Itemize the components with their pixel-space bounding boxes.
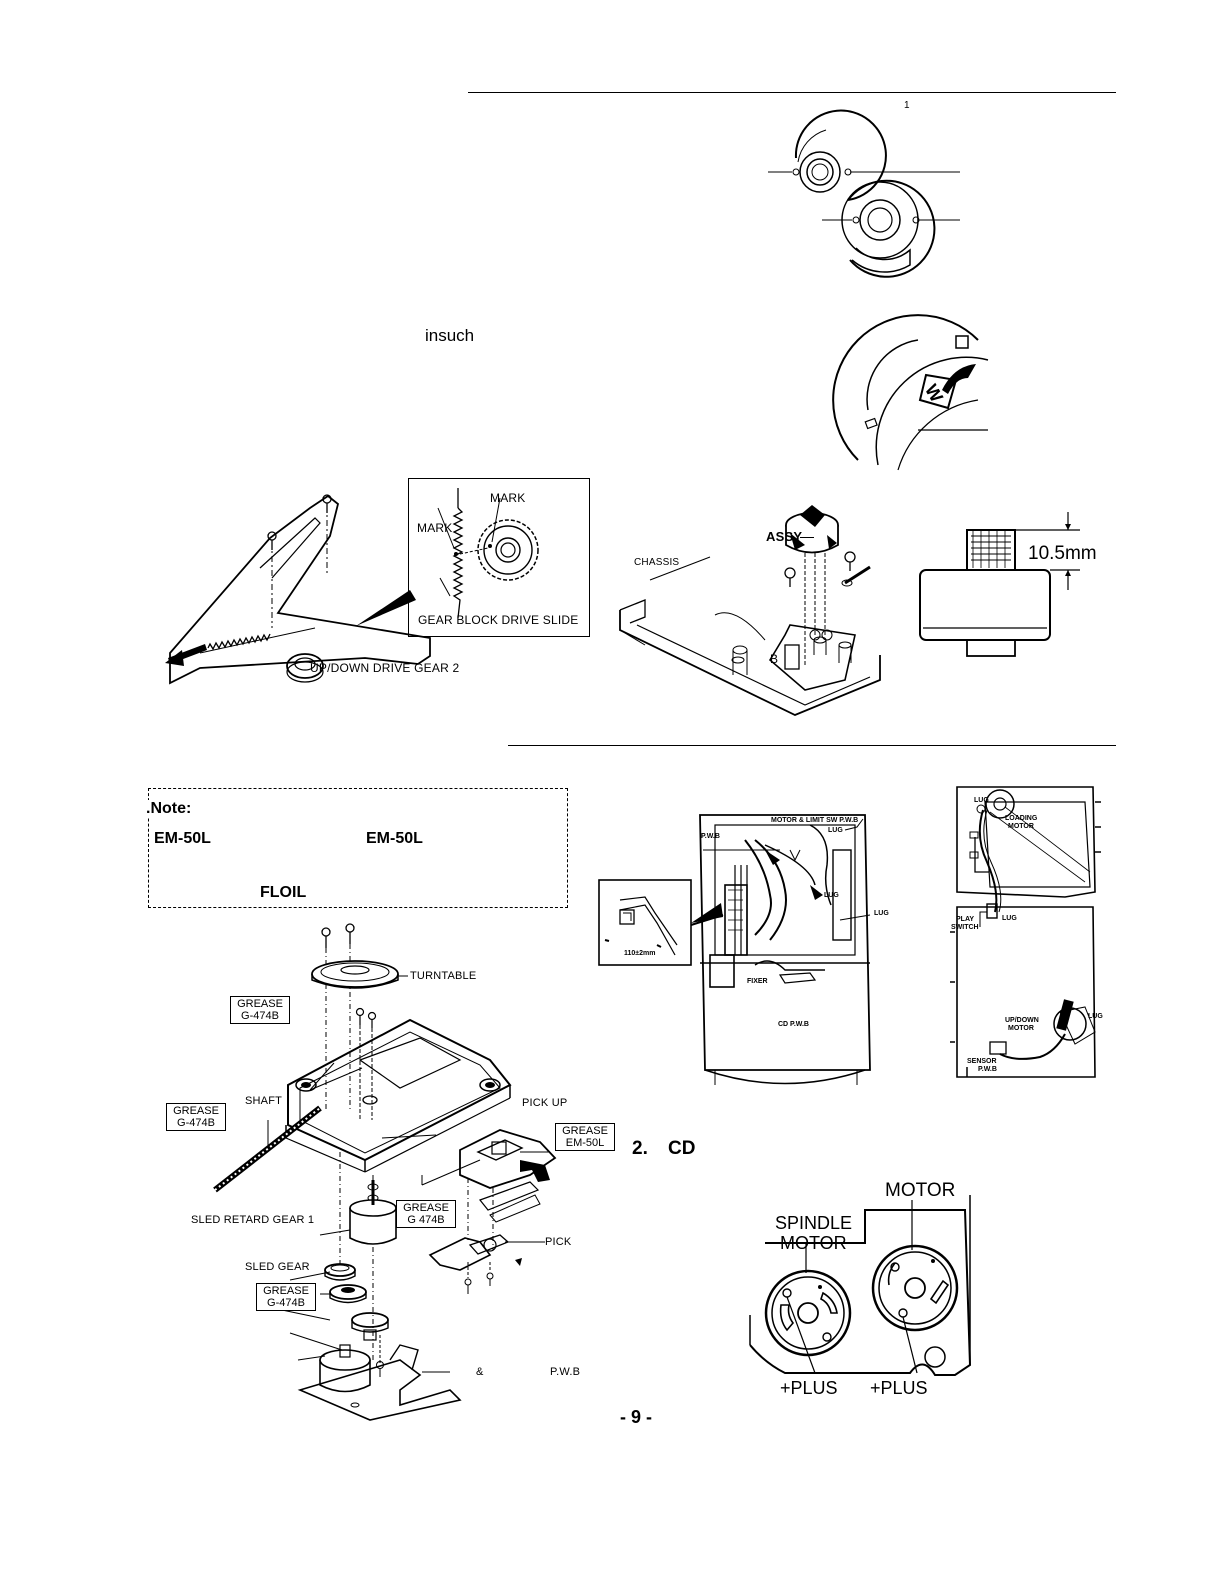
- mark-label-left: MARK: [417, 521, 453, 535]
- turntable-label: TURNTABLE: [410, 970, 477, 982]
- fixer-label: FIXER: [747, 978, 768, 985]
- sensor-pwb-label: P.W.B: [978, 1066, 997, 1073]
- note-floil: FLOIL: [260, 884, 307, 901]
- grease-2-b: G-474B: [177, 1117, 215, 1129]
- drive-slide-figure: [165, 494, 431, 685]
- side-lug-label-1: LUG: [974, 797, 989, 804]
- exploded-pwb-label: P.W.B: [550, 1366, 581, 1378]
- plus-label-right: +PLUS: [870, 1378, 928, 1398]
- grease-2-a: GREASE: [173, 1105, 219, 1117]
- wiring-lug-label-1: LUG: [828, 827, 843, 834]
- grease-1-a: GREASE: [237, 998, 283, 1010]
- assy-leader: [800, 537, 814, 538]
- middle-rule: [508, 745, 1116, 746]
- note-em50l-2: EM-50L: [366, 830, 423, 847]
- chassis-label: CHASSIS: [634, 557, 680, 568]
- body-text-fragment: insuch: [425, 326, 475, 345]
- wiring-figure: [598, 814, 871, 1085]
- grease-1-b: G-474B: [241, 1010, 279, 1022]
- inset-dimension-label: 110±2mm: [624, 950, 656, 957]
- note-em50l-1: EM-50L: [154, 830, 211, 847]
- spindle-label: SPINDLE: [775, 1213, 853, 1233]
- chassis-b-label: B: [770, 652, 779, 666]
- cd-pwb-label: CD P.W.B: [778, 1021, 809, 1028]
- sensor-label: SENSOR: [967, 1058, 997, 1065]
- updown-label: UP/DOWN: [1005, 1017, 1039, 1024]
- gear-block-drive-slide-label: GEAR BLOCK DRIVE SLIDE: [418, 613, 579, 627]
- grease-5-a: GREASE: [263, 1285, 309, 1297]
- pick-label: PICK: [545, 1236, 572, 1248]
- grease-4-a: GREASE: [403, 1202, 449, 1214]
- dimension-value: 10.5mm: [1028, 543, 1097, 564]
- grease-3-a: GREASE: [562, 1125, 608, 1137]
- shaft-label: SHAFT: [245, 1095, 283, 1107]
- assy-label: ASSY: [766, 529, 803, 544]
- side-lug-label-3: LUG: [1088, 1013, 1103, 1020]
- note-box: .Note: EM-50L EM-50L FLOIL: [146, 788, 568, 908]
- switch-label: SWITCH: [951, 924, 979, 931]
- gear-number-label: 1: [904, 100, 910, 111]
- grease-3-b: EM-50L: [565, 1137, 605, 1149]
- gear-pair-figure: [768, 109, 960, 278]
- gear-mark-inset-drawing: [437, 488, 539, 619]
- exploded-mechanism-figure: [213, 923, 557, 1421]
- plus-label-left: +PLUS: [780, 1378, 838, 1398]
- ampersand-label: &: [476, 1366, 484, 1378]
- note-title: .Note:: [146, 800, 194, 818]
- wheel-figure: [832, 314, 989, 471]
- play-label: PLAY: [956, 916, 975, 923]
- height-dimension-figure: [919, 512, 1080, 657]
- pickup-label: PICK UP: [522, 1097, 568, 1109]
- side-lug-label-2: LUG: [1002, 915, 1017, 922]
- wiring-pwb-label: P.W.B: [701, 833, 720, 840]
- updown-drive-gear-label: UP/DOWN DRIVE GEAR 2: [310, 661, 460, 675]
- grease-5-b: G-474B: [267, 1297, 305, 1309]
- wiring-lug-label-3: LUG: [874, 910, 889, 917]
- page-number: - 9 -: [620, 1407, 653, 1427]
- sled-gear-label: SLED GEAR: [245, 1261, 310, 1273]
- note-border: [148, 788, 568, 908]
- cd-section-heading: CD: [668, 1138, 696, 1159]
- cd-motor-label: MOTOR: [885, 1180, 956, 1201]
- side-panel-figure: [950, 786, 1101, 1078]
- loading-motor-label: MOTOR: [1008, 823, 1034, 830]
- mark-label-right: MARK: [490, 491, 526, 505]
- loading-label: LOADING: [1005, 815, 1038, 822]
- cd-section-number: 2.: [632, 1138, 648, 1159]
- cd-motors-figure: [749, 1195, 972, 1376]
- wiring-lug-label-2: LUG: [824, 892, 839, 899]
- gear-mark-inset: [408, 478, 590, 637]
- motor-limit-pwb-label: MOTOR & LIMIT SW P.W.B: [771, 817, 859, 824]
- sled-retard-gear-label: SLED RETARD GEAR 1: [191, 1214, 315, 1226]
- updown-motor-label: MOTOR: [1008, 1025, 1034, 1032]
- grease-4-b: G 474B: [407, 1214, 445, 1226]
- chassis-assy-figure: [619, 505, 881, 716]
- top-rule: [468, 92, 1116, 93]
- spindle-motor-label: MOTOR: [780, 1233, 847, 1253]
